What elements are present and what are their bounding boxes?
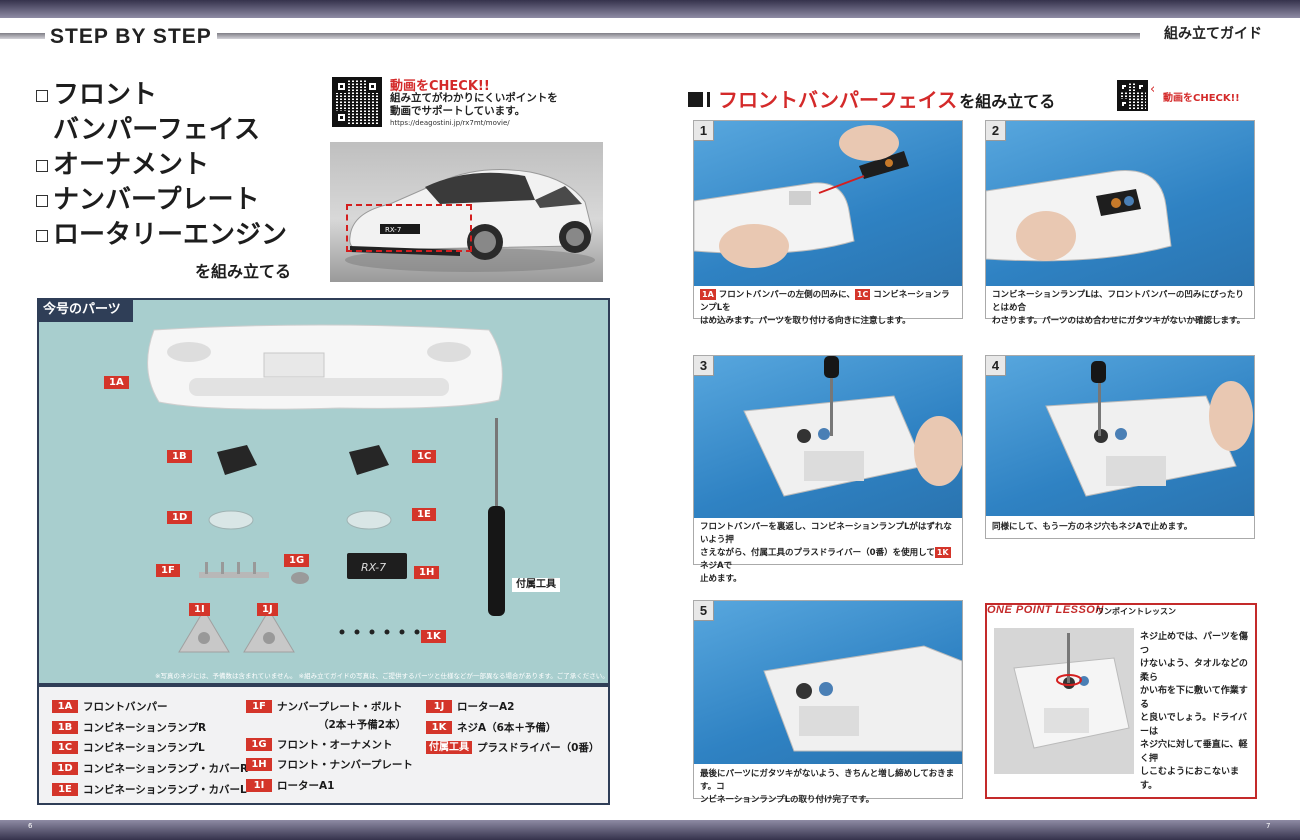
video-url[interactable]: https://deagostini.jp/rx7mt/movie/ — [390, 119, 510, 127]
lesson-photo — [994, 628, 1134, 774]
part-label-1i: 1I — [189, 603, 210, 616]
title-item: バンパーフェイス — [53, 115, 260, 145]
title-item: フロント — [36, 78, 287, 113]
step-card-5: 5 最後にパーツにガタツキがないよう、きちんと増し締めしておきます。コ ンビネー… — [693, 600, 963, 805]
step-caption: 最後にパーツにガタツキがないよう、きちんと増し締めしておきます。コ ンビネーショ… — [700, 769, 955, 805]
part-label-1f: 1F — [156, 564, 180, 577]
qr-code-small-icon[interactable] — [1117, 80, 1148, 111]
page-number-left: 6 — [28, 822, 33, 830]
video-check-heading: 動画をCHECK!! — [390, 79, 490, 94]
step-caption: 1A フロントバンパーの左側の凹みに、1C コンビネーションランプLを はめ込み… — [700, 289, 950, 326]
section-title: フロントバンパーフェイスを組み立てる — [688, 84, 1055, 113]
svg-text:RX-7: RX-7 — [385, 226, 401, 234]
title-item: オーナメント — [36, 148, 287, 183]
part-label-1k: 1K — [421, 630, 446, 643]
lesson-title-en: ONE POINT LESSON — [987, 604, 1104, 616]
video-check-small[interactable]: 動画をCHECK!! — [1163, 93, 1240, 104]
step-card-4: 4 同様にして、もう一方のネジ穴もネジAで止めます。 — [985, 355, 1255, 539]
part-label-1a: 1A — [104, 376, 129, 389]
part-label-1j: 1J — [257, 603, 278, 616]
parts-panel-title: 今号のパーツ — [37, 298, 133, 322]
part-label-1d: 1D — [167, 511, 193, 524]
issue-title-list: フロント バンパーフェイス オーナメント ナンバープレート ロータリーエンジン — [36, 78, 287, 253]
part-label-1c: 1C — [412, 450, 437, 463]
bar-icon — [707, 92, 710, 107]
chevron-left-icon: ‹ — [1150, 82, 1156, 97]
top-stripe — [0, 0, 1300, 18]
parts-panel: RX-7 — [37, 298, 610, 685]
legend-item: 付属工具プラスドライバー（0番） — [426, 740, 599, 755]
parts-legend — [37, 685, 610, 805]
step-caption: フロントバンパーを裏返し、コンビネーションランプLがはずれないよう押 さえながら… — [700, 522, 952, 584]
step-photo: 2 — [986, 121, 1254, 286]
step-caption: コンビネーションランプLは、フロントバンパーの凹みにぴったりとはめ合 わさります… — [992, 290, 1246, 326]
highlight-box — [346, 204, 472, 252]
step-by-step-title: STEP BY STEP — [45, 26, 217, 48]
checkbox-icon — [36, 195, 48, 207]
step-card-2: 2 コンビネーションランプLは、フロントバンパーの凹みにぴったりとはめ合 わさり… — [985, 120, 1255, 326]
bottom-stripe — [0, 820, 1300, 840]
title-suffix: を組み立てる — [195, 262, 292, 281]
video-description: 組み立てがわかりにくいポイントを 動画でサポートしています。 — [390, 92, 558, 117]
step-photo: 4 — [986, 356, 1254, 516]
part-label-1h: 1H — [414, 566, 440, 579]
step-number: 4 — [986, 356, 1006, 376]
checkbox-icon — [36, 230, 48, 242]
square-icon — [688, 92, 703, 107]
lesson-title-jp: ワンポイントレッスン — [1096, 607, 1176, 616]
parts-illustration: RX-7 — [147, 324, 505, 653]
step-number: 5 — [694, 601, 714, 621]
part-label-1b: 1B — [167, 450, 192, 463]
checkbox-icon — [36, 160, 48, 172]
page-number-right: 7 — [1266, 822, 1271, 830]
title-item: ロータリーエンジン — [36, 218, 287, 253]
step-caption: 同様にして、もう一方のネジ穴もネジAで止めます。 — [992, 522, 1193, 532]
lesson-text: ネジ止めでは、パーツを傷つ けないよう、タオルなどの柔ら かい布を下に敷いて作業… — [1140, 632, 1248, 791]
header-bar — [0, 33, 1140, 39]
part-label-1e: 1E — [412, 508, 436, 521]
parts-footnote: ※写真のネジには、予備数は含まれていません。 ※組み立てガイドの写真は、ご提供す… — [155, 672, 609, 680]
tool-label: 付属工具 — [512, 578, 560, 592]
car-photo: RX-7 — [330, 142, 603, 282]
qr-code-icon[interactable] — [332, 77, 382, 127]
step-number: 1 — [694, 121, 714, 141]
step-photo: 5 — [694, 601, 962, 764]
step-number: 3 — [694, 356, 714, 376]
step-number: 2 — [986, 121, 1006, 141]
checkbox-icon — [36, 90, 48, 102]
step-card-3: 3 フロントバンパーを裏返し、コンビネーションランプLがはずれないよう押 さえな… — [693, 355, 963, 584]
legend-item-sub: （2本＋予備2本） — [318, 719, 407, 731]
svg-text:RX-7: RX-7 — [361, 561, 386, 574]
step-card-1: 1 1A フロントバンパーの左側の凹みに、1C コンビネーションランプLを はめ… — [693, 120, 963, 326]
step-photo: 3 — [694, 356, 962, 518]
title-item: ナンバープレート — [36, 183, 287, 218]
assembly-guide-title: 組み立てガイド — [1158, 25, 1262, 43]
step-photo: 1 — [694, 121, 962, 286]
part-label-1g: 1G — [284, 554, 310, 567]
